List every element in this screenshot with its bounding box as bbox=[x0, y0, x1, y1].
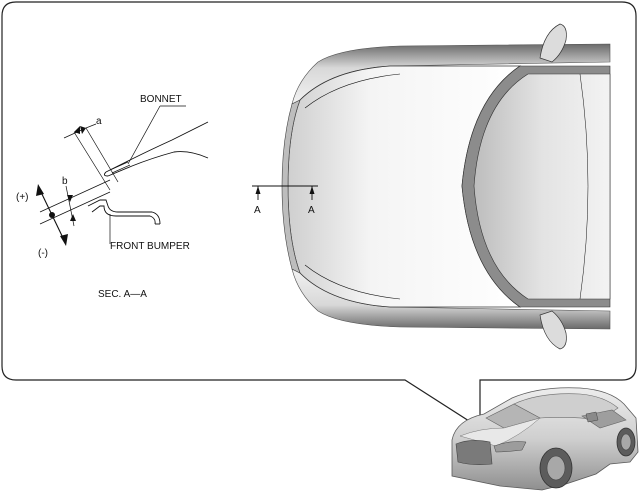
section-line-a-a bbox=[252, 185, 318, 200]
right-mirror bbox=[539, 310, 567, 350]
minus-direction-label: (-) bbox=[38, 248, 48, 259]
section-detail bbox=[36, 105, 209, 246]
left-mirror bbox=[539, 23, 567, 63]
dimension-b-label: b bbox=[62, 176, 68, 187]
front-bumper-label: FRONT BUMPER bbox=[110, 241, 190, 252]
windshield bbox=[473, 73, 611, 300]
front-bumper-edge bbox=[281, 99, 301, 274]
plus-direction-label: (+) bbox=[16, 192, 29, 203]
vehicle-thumbnail bbox=[451, 387, 639, 491]
dimension-a-label: a bbox=[96, 116, 102, 127]
section-mark-right: A bbox=[308, 205, 315, 216]
car-top-view bbox=[281, 23, 611, 350]
section-title: SEC. A—A bbox=[98, 289, 147, 300]
bonnet-label: BONNET bbox=[140, 94, 182, 105]
section-mark-left: A bbox=[254, 205, 261, 216]
front-bumper-profile bbox=[87, 199, 161, 225]
